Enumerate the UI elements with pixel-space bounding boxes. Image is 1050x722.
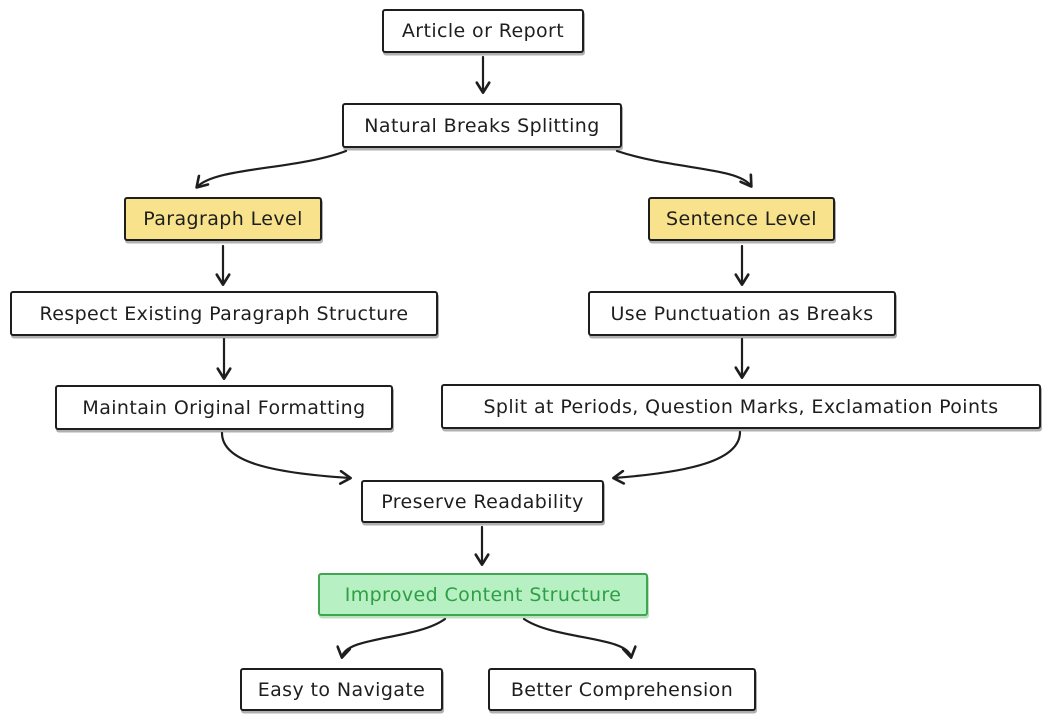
edge-improved-structure-to-easy-to-navigate — [342, 617, 447, 657]
node-easy-to-navigate: Easy to Navigate — [240, 668, 443, 711]
node-sentence-level: Sentence Level — [648, 197, 835, 241]
node-article-or-report: Article or Report — [382, 9, 584, 53]
node-preserve-readability: Preserve Readability — [361, 480, 604, 523]
node-split-at-periods-question-marks-exclamation-points: Split at Periods, Question Marks, Exclam… — [441, 384, 1041, 429]
edge-natural-breaks-to-paragraph-level — [197, 149, 348, 187]
node-natural-breaks-splitting: Natural Breaks Splitting — [342, 103, 622, 148]
node-improved-content-structure: Improved Content Structure — [318, 573, 648, 616]
edge-improved-structure-to-better-comprehension — [522, 617, 631, 657]
edge-maintain-formatting-to-preserve-readability — [220, 431, 350, 478]
node-better-comprehension: Better Comprehension — [488, 668, 756, 711]
edge-natural-breaks-to-sentence-level — [615, 149, 751, 186]
node-use-punctuation-as-breaks: Use Punctuation as Breaks — [588, 291, 896, 336]
edge-split-at-periods-to-preserve-readability — [614, 430, 742, 478]
node-maintain-original-formatting: Maintain Original Formatting — [55, 385, 393, 430]
node-paragraph-level: Paragraph Level — [124, 197, 322, 241]
node-respect-existing-paragraph-structure: Respect Existing Paragraph Structure — [10, 291, 438, 336]
